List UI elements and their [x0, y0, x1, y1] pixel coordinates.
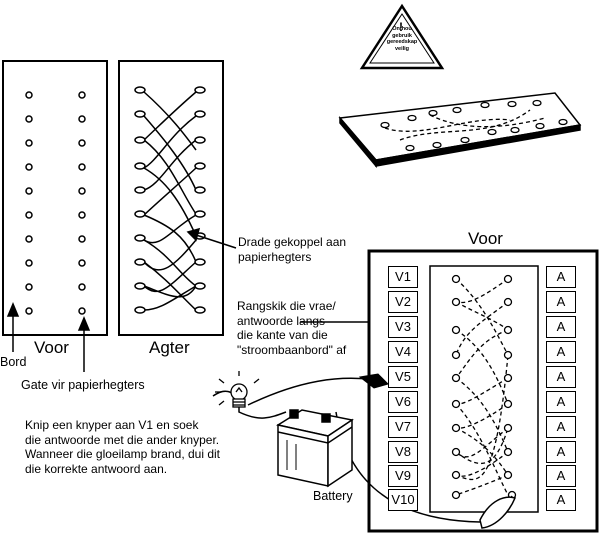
back-board-wires: [143, 91, 197, 311]
question-cell-v6: V6: [388, 391, 418, 413]
answer-cell: A: [546, 291, 576, 313]
question-cell-v7: V7: [388, 416, 418, 438]
label-agter: Agter: [149, 338, 190, 357]
label-rangskik-line: Rangskik die vrae/: [237, 299, 336, 313]
question-cell-v2: V2: [388, 291, 418, 313]
warning-line: veilig: [394, 45, 410, 52]
question-cell-v8: V8: [388, 441, 418, 463]
label-drade: Drade gekoppel aan papierhegters: [238, 235, 346, 264]
label-rangskik-line: antwoorde langs: [237, 313, 326, 328]
label-rangskik-line: die kante van die: [237, 328, 328, 342]
label-rangskik: Rangskik die vrae/ antwoorde langs die k…: [237, 299, 346, 357]
instructions-line: die korrekte antwoord aan.: [25, 461, 168, 476]
label-bord: Bord: [0, 355, 27, 369]
label-drade-line: Drade gekoppel aan: [238, 235, 347, 249]
battery-icon: [276, 409, 354, 488]
label-rangskik-line: "stroombaanbord" af: [237, 342, 347, 357]
warning-line: Onthou: [392, 26, 412, 32]
instructions-line: die antwoorde met die ander knyper.: [25, 432, 220, 447]
answer-cell: A: [546, 465, 576, 487]
question-cell-v4: V4: [388, 341, 418, 363]
exclamation-icon: !: [399, 20, 403, 34]
bulb-icon: [215, 371, 260, 408]
large-board-wiring: [455, 278, 509, 496]
perspective-board-wiring: [384, 109, 546, 141]
answer-cell: A: [546, 266, 576, 288]
instructions-line: Wanneer die gloeilamp brand, dui dit: [25, 447, 221, 461]
warning-triangle: [359, 3, 445, 70]
answer-cell: A: [546, 316, 576, 338]
answer-cell: A: [546, 416, 576, 438]
label-gate: Gate vir papierhegters: [21, 378, 145, 392]
label-drade-line: papierhegters: [238, 249, 312, 264]
question-cell-v1: V1: [388, 266, 418, 288]
instructions-line: Knip een knyper aan V1 en soek: [25, 418, 199, 432]
question-cell-v9: V9: [388, 465, 418, 487]
question-cell-v10: V10: [388, 489, 418, 511]
answer-cell: A: [546, 366, 576, 388]
front-board: [2, 60, 108, 336]
answer-cell: A: [546, 341, 576, 363]
front-board-holes: [25, 91, 86, 315]
back-board: [118, 60, 224, 336]
answer-cell: A: [546, 489, 576, 511]
perspective-board: [338, 92, 582, 169]
warning-line: gebruik: [392, 32, 412, 39]
clip-answer-icon: [479, 496, 517, 529]
label-voor-big: Voor: [468, 229, 503, 248]
question-cell-v5: V5: [388, 366, 418, 388]
label-battery: Battery: [313, 489, 353, 503]
answer-cell: A: [546, 391, 576, 413]
inner-wiring-panel: [429, 265, 539, 513]
question-cell-v3: V3: [388, 316, 418, 338]
label-voor-small: Voor: [34, 338, 69, 357]
warning-line: gereedskap: [386, 39, 418, 45]
instructions-text: Knip een knyper aan V1 en soek die antwo…: [25, 418, 220, 476]
warning-sign-text: Onthou gebruik gereedskap veilig: [372, 26, 432, 52]
back-board-clips: [134, 86, 206, 314]
answer-cell: A: [546, 441, 576, 463]
